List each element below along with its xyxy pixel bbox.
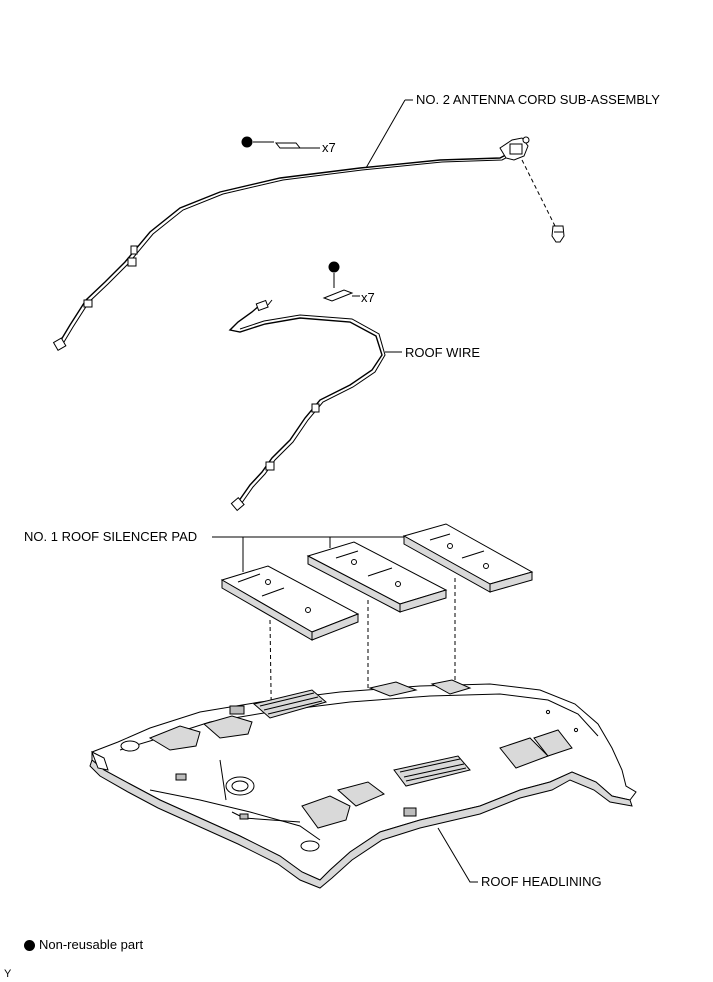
legend-text: Non-reusable part <box>39 937 144 952</box>
antenna-clip-qty: x7 <box>322 140 336 155</box>
roof-wire-assembly <box>228 299 386 512</box>
silencer-pad-label: NO. 1 ROOF SILENCER PAD <box>24 529 198 544</box>
headlining-label: ROOF HEADLINING <box>481 874 602 889</box>
wire-clip-qty: x7 <box>361 290 375 305</box>
wire-clip-group <box>322 261 360 302</box>
roof-wire-label: ROOF WIRE <box>405 345 481 360</box>
antenna-clip-group <box>241 136 320 149</box>
black-dot-icon <box>24 940 35 951</box>
black-dot-icon <box>241 136 253 148</box>
antenna-cord-label: NO. 2 ANTENNA CORD SUB-ASSEMBLY <box>416 92 660 107</box>
black-dot-icon <box>328 261 340 273</box>
silencer-pads <box>212 523 534 761</box>
corner-mark: Y <box>4 968 12 980</box>
roof-headlining <box>89 679 637 889</box>
antenna-leader <box>365 99 406 169</box>
antenna-cord-assembly <box>52 136 565 352</box>
headlining-leader <box>437 827 478 883</box>
